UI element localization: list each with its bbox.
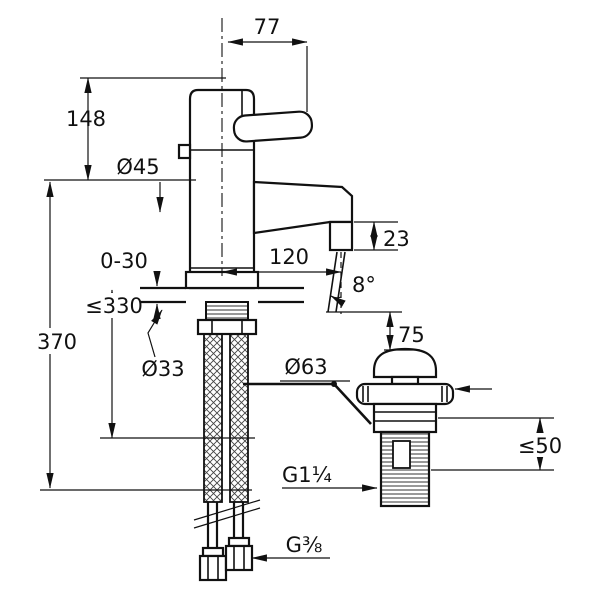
water-stream xyxy=(327,251,346,314)
waste-body xyxy=(372,402,438,434)
label-mask xyxy=(88,293,140,318)
dim-height-above-deck: 148 xyxy=(66,77,226,181)
dim-370-label: 370 xyxy=(37,330,77,354)
dim-330-label: ≤330 xyxy=(85,294,143,318)
dim-spout-reach: 120 xyxy=(221,245,342,276)
dim-waste-thread: G1¼ xyxy=(282,463,378,492)
dim-g38-label: G⅜ xyxy=(286,533,323,557)
threaded-shank xyxy=(205,301,249,321)
dim-spray-angle: 8° xyxy=(352,273,376,297)
right-tail-collar xyxy=(227,536,251,548)
dim-g114-label: G1¼ xyxy=(282,463,332,487)
right-tail-hex-nut xyxy=(224,544,254,572)
pipe-break-mark xyxy=(193,499,261,521)
dim-d63-label: Ø63 xyxy=(284,355,327,379)
dim-waste-mount-max: ≤50 xyxy=(431,417,565,471)
dim-mounting-hole-diameter: Ø33 xyxy=(141,309,185,381)
dim-8deg-label: 8° xyxy=(352,273,376,297)
dim-d45-label: Ø45 xyxy=(116,155,159,179)
mounting-nut xyxy=(196,318,258,336)
dim-lever-projection: 77 xyxy=(227,15,308,112)
supply-hose-left xyxy=(203,333,223,503)
dim-77-label: 77 xyxy=(254,15,281,39)
dim-50-label: ≤50 xyxy=(518,434,562,458)
dim-hose-length: ≤330 xyxy=(85,289,255,439)
waste-dome-cap xyxy=(372,347,438,379)
pop-up-rod xyxy=(243,381,372,425)
mounting-hardware xyxy=(196,301,258,336)
dimensions: 77 148 Ø45 0-30 ≤330 370 xyxy=(36,15,565,562)
dim-75-label: 75 xyxy=(398,323,425,347)
angle-arc xyxy=(330,295,346,307)
left-tail-collar xyxy=(201,546,225,558)
dim-0-30-label: 0-30 xyxy=(100,249,148,273)
aerator xyxy=(328,220,354,252)
dim-120-label: 120 xyxy=(269,245,309,269)
overflow-slot xyxy=(392,440,411,469)
temperature-stop-tab xyxy=(177,143,192,160)
supply-hose-right xyxy=(229,333,249,503)
dim-outlet-clearance: 75 xyxy=(326,311,425,351)
dim-body-diameter: Ø45 xyxy=(116,155,164,213)
pipe-break-mark xyxy=(193,507,261,529)
mounting-deck xyxy=(140,286,304,304)
faucet-lever xyxy=(232,110,314,143)
dim-supply-thread: G⅜ xyxy=(251,533,330,562)
dim-148-label: 148 xyxy=(66,107,106,131)
dim-waste-cap-diameter: Ø63 xyxy=(280,355,492,393)
faucet xyxy=(177,88,354,290)
dim-23-label: 23 xyxy=(383,227,410,251)
rod-joint xyxy=(331,381,337,387)
waste-flange xyxy=(355,382,455,406)
dim-d33-label: Ø33 xyxy=(141,357,184,381)
left-tail-hex-nut xyxy=(198,554,228,582)
supply-hoses xyxy=(193,333,261,582)
drain-assembly xyxy=(355,347,455,508)
dim-overall-height: 370 xyxy=(36,179,252,491)
label-mask xyxy=(515,433,565,457)
label-mask xyxy=(36,328,78,354)
dim-outlet-height: 23 xyxy=(354,221,410,251)
